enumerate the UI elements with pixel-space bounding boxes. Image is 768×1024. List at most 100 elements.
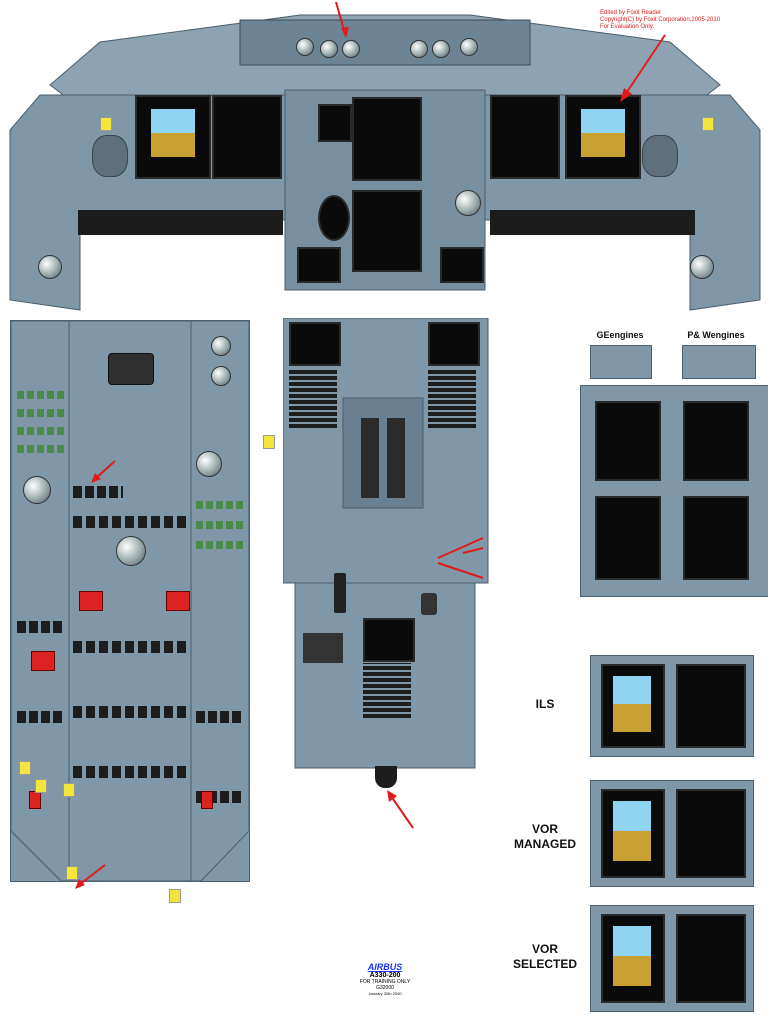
vor-selected-nd xyxy=(676,914,746,1003)
ge-ewd xyxy=(595,401,661,481)
vor-managed-nd xyxy=(676,789,746,878)
rudder-trim[interactable] xyxy=(375,766,397,788)
annotation-arrow xyxy=(335,1,349,38)
pushbutton-row[interactable] xyxy=(73,516,188,528)
standby-display xyxy=(318,104,352,142)
sticky-note[interactable] xyxy=(35,779,47,793)
fcu-altitude-knob[interactable] xyxy=(410,40,428,58)
red-guard-switch[interactable] xyxy=(79,591,103,611)
overhead-knob[interactable] xyxy=(196,451,222,477)
overhead-knob[interactable] xyxy=(23,476,51,504)
annotation-arrow xyxy=(91,460,116,483)
vor-managed-label: VOR MANAGED xyxy=(505,822,585,852)
pushbutton-row[interactable] xyxy=(73,766,188,778)
pushbutton-row[interactable] xyxy=(73,641,188,653)
ge-sd xyxy=(595,496,661,580)
code-text: G32000 xyxy=(376,985,394,991)
pushbutton-row[interactable] xyxy=(17,711,65,723)
ils-pfd xyxy=(601,664,665,748)
captain-side-knob[interactable] xyxy=(38,255,62,279)
fo-mcdu xyxy=(428,322,480,366)
keypad[interactable] xyxy=(428,368,476,428)
sticky-note[interactable] xyxy=(702,117,714,131)
captain-nd xyxy=(212,95,282,179)
airbus-logo: AIRBUS xyxy=(367,962,403,972)
captain-speaker xyxy=(92,135,128,177)
fo-efis-knob[interactable] xyxy=(460,38,478,56)
pushbutton-row[interactable] xyxy=(73,706,188,718)
watermark-line1: Edited by Foxit Reader xyxy=(600,10,662,16)
pushbutton-row[interactable] xyxy=(17,621,65,633)
fcu-heading-knob[interactable] xyxy=(342,40,360,58)
captain-pfd xyxy=(135,95,211,179)
annotation-arrow xyxy=(437,537,484,579)
vor-managed-line1: VOR xyxy=(531,822,558,836)
standby-attitude xyxy=(455,190,481,216)
red-guard-switch[interactable] xyxy=(29,791,41,809)
vor-selected-panel xyxy=(590,905,754,1012)
keypad[interactable] xyxy=(363,663,411,718)
overhead-knob[interactable] xyxy=(211,336,231,356)
model-text: A330-200 xyxy=(369,972,401,979)
overhead-knob[interactable] xyxy=(211,366,231,386)
fo-speaker xyxy=(642,135,678,177)
main-instrument-panel: Edited by Foxit Reader Copyright(C) by F… xyxy=(0,0,768,315)
vor-managed-pfd xyxy=(601,789,665,878)
pw-ewd xyxy=(683,401,749,481)
vor-selected-pfd xyxy=(601,914,665,1003)
sticky-note[interactable] xyxy=(263,435,275,449)
red-guard-switch[interactable] xyxy=(166,591,190,611)
watermark: Edited by Foxit Reader Copyright(C) by F… xyxy=(600,10,760,31)
vor-selected-label: VOR SELECTED xyxy=(505,942,585,972)
vor-managed-line2: MANAGED xyxy=(514,837,576,851)
radio-panel[interactable] xyxy=(303,633,343,663)
flap-lever[interactable] xyxy=(421,593,437,615)
watermark-line3: For Evaluation Only. xyxy=(600,24,654,30)
fcu-speed-knob[interactable] xyxy=(320,40,338,58)
overhead-panel xyxy=(10,320,250,903)
sticky-note[interactable] xyxy=(63,783,75,797)
green-indicator-row xyxy=(17,445,65,453)
overhead-display xyxy=(108,353,154,385)
training-text: FOR TRAINING ONLY xyxy=(359,979,411,985)
ils-panel xyxy=(590,655,754,757)
sticky-note[interactable] xyxy=(19,761,31,775)
pw-sd xyxy=(683,496,749,580)
sticky-note[interactable] xyxy=(100,117,112,131)
pushbutton-row[interactable] xyxy=(73,486,123,498)
ge-engine-panel xyxy=(590,345,652,379)
sd-display xyxy=(352,190,422,272)
pushbutton-row[interactable] xyxy=(196,711,244,723)
date-text: January 30th 2000 xyxy=(368,991,402,996)
keypad[interactable] xyxy=(289,368,337,428)
green-indicator-row xyxy=(17,427,65,435)
fo-pfd xyxy=(565,95,641,179)
red-guard-switch[interactable] xyxy=(201,791,213,809)
green-indicator-row xyxy=(196,521,244,529)
footer: AIRBUS A330-200 FOR TRAINING ONLY G32000… xyxy=(345,962,425,996)
fcu-vs-knob[interactable] xyxy=(432,40,450,58)
ge-engines-label: GEengines xyxy=(596,330,644,340)
fo-nd xyxy=(490,95,560,179)
pw-engines-label: P& Wengines xyxy=(687,330,745,340)
green-indicator-row xyxy=(196,541,244,549)
red-guard-switch[interactable] xyxy=(31,651,55,671)
green-indicator-row xyxy=(196,501,244,509)
sticky-note[interactable] xyxy=(66,866,78,880)
captain-efis-knob[interactable] xyxy=(296,38,314,56)
annotation-arrow xyxy=(620,34,666,102)
green-indicator-row xyxy=(17,391,65,399)
clock xyxy=(318,195,350,241)
annotation-arrow xyxy=(387,790,414,829)
third-mcdu xyxy=(363,618,415,662)
ewd-display xyxy=(352,97,422,181)
thrust-lever[interactable] xyxy=(334,573,346,613)
captain-mcdu-mini xyxy=(297,247,341,283)
overhead-knob[interactable] xyxy=(116,536,146,566)
sticky-note[interactable] xyxy=(169,889,181,903)
pedestal xyxy=(282,317,493,829)
engine-display-panel xyxy=(580,385,768,597)
fo-side-knob[interactable] xyxy=(690,255,714,279)
vor-selected-line2: SELECTED xyxy=(512,957,577,971)
pw-engine-panel xyxy=(682,345,756,379)
